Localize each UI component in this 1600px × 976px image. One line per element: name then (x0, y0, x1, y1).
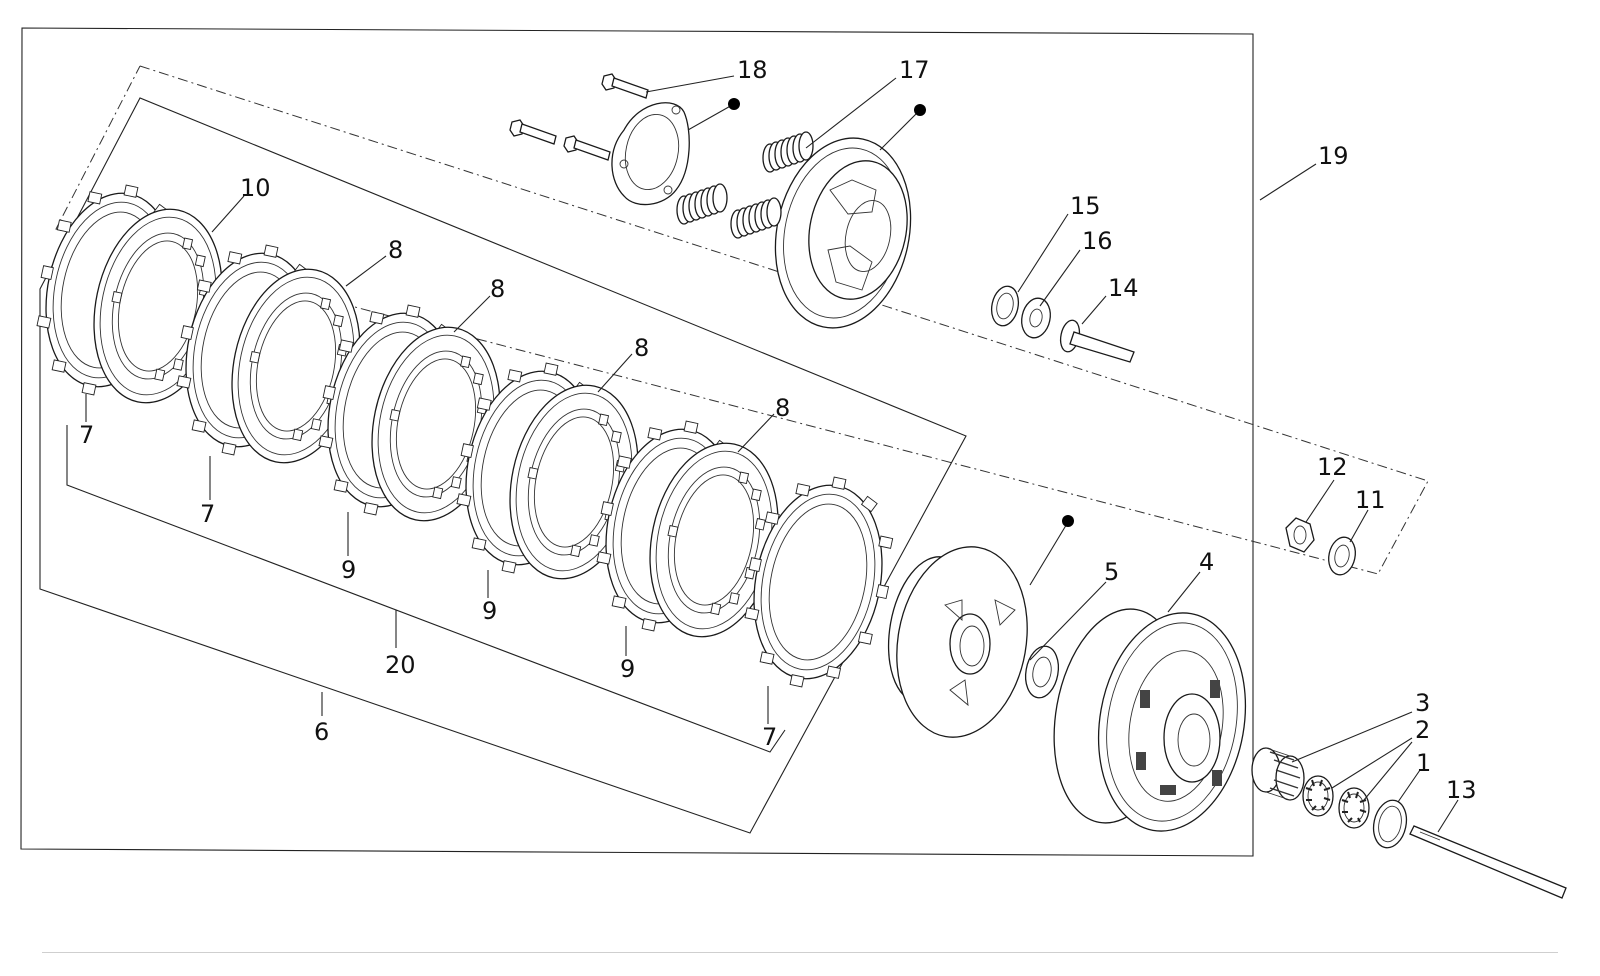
marker-dot-retainer (728, 98, 740, 110)
push-rod-piece (1059, 319, 1135, 363)
cage-bearing-2a (1302, 775, 1334, 817)
callout-8a: 8 (388, 236, 403, 264)
callout-9a: 9 (341, 556, 356, 584)
callout-7a: 7 (79, 421, 94, 449)
callout-5: 5 (1104, 558, 1119, 586)
callout-2: 2 (1415, 716, 1430, 744)
callout-14: 14 (1108, 274, 1139, 302)
shaft-13 (1409, 825, 1567, 899)
marker-dot-pressure-plate (914, 104, 926, 116)
bottom-divider (42, 952, 1558, 953)
callout-8c: 8 (634, 334, 649, 362)
callout-6: 6 (314, 718, 329, 746)
washer-16 (1021, 297, 1051, 339)
callout-9b: 9 (482, 597, 497, 625)
callout-15: 15 (1070, 192, 1101, 220)
lock-washer-5 (1024, 645, 1060, 699)
callout-7c: 7 (762, 723, 777, 751)
callout-1: 1 (1416, 749, 1431, 777)
plates-sub-group-box (66, 425, 786, 753)
callout-4: 4 (1199, 548, 1214, 576)
leader-lines (85, 75, 1459, 833)
nut-12 (1285, 517, 1315, 553)
callout-10: 10 (240, 174, 271, 202)
callout-labels: 18 17 19 15 16 14 12 11 5 4 3 2 1 13 10 … (79, 56, 1477, 804)
clutch-basket (1053, 608, 1247, 832)
callout-9c: 9 (620, 655, 635, 683)
retainer-plate (611, 102, 690, 206)
thrust-bearing (990, 285, 1020, 327)
callout-11: 11 (1355, 486, 1386, 514)
callout-8d: 8 (775, 394, 790, 422)
clutch-hub (887, 546, 1028, 738)
needle-bearing-3 (1251, 747, 1305, 801)
callout-16: 16 (1082, 227, 1113, 255)
clutch-pack-dashed-outline (55, 65, 1429, 575)
cage-bearing-2b (1338, 787, 1370, 829)
callout-18: 18 (737, 56, 768, 84)
callout-8b: 8 (490, 275, 505, 303)
washer-11 (1328, 536, 1356, 576)
spring-3 (730, 197, 782, 239)
callout-7b: 7 (200, 500, 215, 528)
bolt-1 (601, 73, 649, 99)
callout-20: 20 (385, 651, 416, 679)
bolt-2 (509, 119, 557, 145)
callout-13: 13 (1446, 776, 1477, 804)
spring-2 (676, 183, 728, 225)
assembly-frame (20, 27, 1254, 857)
callout-19: 19 (1318, 142, 1349, 170)
marker-dot-hub (1062, 515, 1074, 527)
callout-12: 12 (1317, 453, 1348, 481)
callout-3: 3 (1415, 689, 1430, 717)
pressure-plate (774, 137, 912, 329)
washer-1 (1372, 799, 1408, 849)
bolt-3 (563, 135, 611, 161)
callout-17: 17 (899, 56, 930, 84)
